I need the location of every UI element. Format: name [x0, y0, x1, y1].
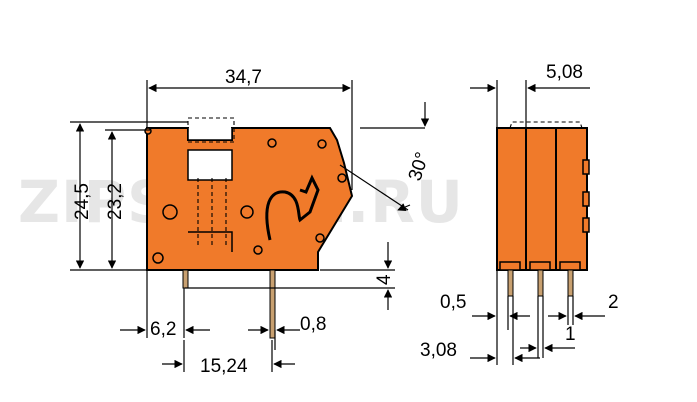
dim-side-step: 2 — [608, 292, 619, 313]
dim-side-pin: 1 — [565, 324, 576, 345]
dim-pin-offset: 6,2 — [150, 319, 176, 340]
side-housing — [496, 127, 588, 271]
hole-icon — [152, 252, 164, 264]
side-button-outline — [509, 121, 583, 129]
dim-height-inner: 23,2 — [105, 183, 126, 220]
hole-icon — [144, 127, 152, 135]
hole-icon — [162, 204, 178, 220]
conductor-channel — [197, 178, 227, 248]
push-button-outline — [187, 117, 235, 143]
dim-side-offset: 3,08 — [420, 340, 457, 361]
front-view: 34,7 24,5 23,2 30° 4 6,2 0,8 — [70, 67, 434, 377]
dim-width-top: 34,7 — [225, 67, 262, 88]
hole-icon — [253, 245, 263, 255]
front-pin-left — [182, 269, 189, 289]
front-housing — [146, 127, 354, 271]
dim-side-width: 5,08 — [546, 62, 583, 83]
clamp-spring — [265, 174, 320, 241]
dim-pitch: 15,24 — [200, 356, 248, 377]
side-pin — [567, 269, 574, 297]
side-pin — [537, 269, 544, 297]
dim-height-outer: 24,5 — [72, 183, 93, 220]
dim-side-gap: 0,5 — [440, 292, 466, 313]
dim-pin-length: 4 — [374, 274, 395, 285]
side-pin — [507, 269, 514, 297]
side-view: 5,08 0,5 3,08 1 2 — [420, 62, 619, 365]
hole-icon — [240, 205, 254, 219]
hole-icon — [315, 233, 325, 243]
hole-icon — [337, 173, 347, 183]
dim-pin-width: 0,8 — [300, 314, 326, 335]
front-pin-right — [269, 269, 276, 339]
hole-icon — [317, 139, 327, 149]
hole-icon — [267, 138, 277, 148]
